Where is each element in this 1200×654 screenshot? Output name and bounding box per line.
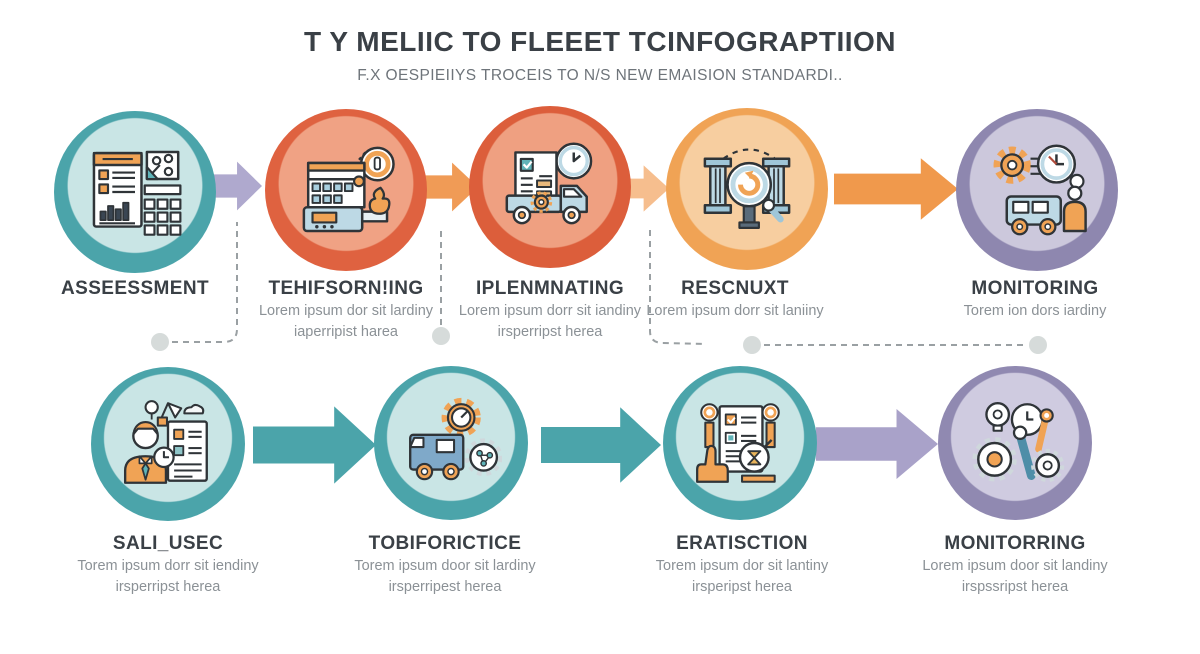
step-description: iaperripist harea — [294, 323, 398, 340]
bottom-step-2-circle — [374, 366, 528, 520]
page-subtitle: F.X OESPIEIIYS TROCEIS TO N/S NEW EMAISI… — [357, 67, 843, 84]
step-description: Lorem ipsum dor sit lardiny — [258, 303, 434, 319]
connector-dot — [151, 333, 169, 351]
bottom-step-4-circle — [938, 366, 1092, 520]
step-description: irsperripst herea — [115, 578, 221, 595]
bottom-step-3-label: ERATISCTION Torem ipsum dor sit lantiny … — [612, 533, 872, 596]
step-description: irspssripst herea — [961, 578, 1069, 595]
flow-arrow-bottom-1 — [253, 403, 376, 487]
step-title: ERATISCTION — [676, 533, 808, 554]
top-step-2-circle — [265, 109, 427, 271]
delivery-truck-clock-icon — [505, 142, 593, 225]
step-description: Torem ion dors iardiny — [963, 303, 1107, 319]
top-step-2-label: TEHIFSORN!ING Lorem ipsum dor sit lardin… — [216, 278, 476, 341]
step-title: IPLENMNATING — [476, 278, 624, 299]
page-title: T Y MELIIC TO FLEEET TCINFOGRAPTIION — [303, 26, 897, 57]
hand-checklist-magnifier-icon — [696, 403, 780, 483]
factory-flame-icon — [302, 146, 395, 233]
step-title: MONITORING — [971, 278, 1099, 299]
top-step-1-label: ASSEESSMENT — [5, 278, 265, 300]
step-description: Lorem ipsum door sit landiny — [922, 558, 1108, 574]
connector-dot — [743, 336, 761, 354]
flow-arrow-bottom-3 — [816, 406, 938, 482]
step-description: irsperripst herea — [497, 323, 603, 340]
bottom-step-2-label: TOBIFORICTICE Torem ipsum door sit lardi… — [315, 533, 575, 596]
step-description: irsperipst herea — [692, 578, 792, 595]
top-step-4-circle — [666, 108, 828, 270]
bottom-step-1-circle — [91, 367, 245, 521]
top-step-3-circle — [469, 106, 631, 268]
step-title: MONITORRING — [944, 533, 1086, 554]
flow-arrow-top-4 — [834, 154, 958, 224]
step-description: Torem ipsum door sit lardiny — [354, 558, 536, 574]
van-gauge-gear-icon — [409, 397, 502, 481]
step-description: Lorem ipsum dorr sit iandiny — [458, 303, 642, 319]
advisor-checklist-icon — [123, 400, 208, 484]
bottom-step-3-circle — [663, 366, 817, 520]
flow-arrow-top-2 — [424, 158, 478, 216]
top-step-4-label: RESCNUXT Lorem ipsum dorr sit laniiny — [605, 278, 865, 321]
step-description: irsperripest herea — [388, 578, 502, 595]
bottom-step-1-label: SALI_USEC Torem ipsum dorr sit iendiny i… — [38, 533, 298, 596]
top-step-3-label: IPLENMNATING Lorem ipsum dorr sit iandin… — [420, 278, 680, 341]
step-title: SALI_USEC — [112, 533, 224, 554]
flow-arrow-top-3 — [622, 161, 669, 216]
top-step-1-circle — [54, 111, 216, 273]
connector-dot — [1029, 336, 1047, 354]
top-step-5-label: MONITORING Torem ion dors iardiny — [905, 278, 1165, 321]
columns-magnifier-icon — [703, 148, 791, 229]
step-description: Torem ipsum dorr sit iendiny — [77, 558, 259, 574]
flow-arrow-top-1 — [210, 157, 262, 215]
fleet-gear-clock-icon — [993, 144, 1087, 236]
flow-arrow-bottom-2 — [541, 404, 661, 486]
bottom-step-4-label: MONITORRING Lorem ipsum door sit landiny… — [885, 533, 1145, 596]
step-title: TEHIFSORN!ING — [268, 278, 424, 299]
step-title: RESCNUXT — [681, 278, 789, 299]
step-description: Lorem ipsum dorr sit laniiny — [646, 303, 824, 319]
step-description: Torem ipsum dor sit lantiny — [655, 558, 829, 574]
step-title: TOBIFORICTICE — [368, 533, 522, 554]
header: T Y MELIIC TO FLEEET TCINFOGRAPTIION F.X… — [0, 26, 1200, 85]
step-title: ASSEESSMENT — [61, 278, 209, 299]
document-chart-calculator-icon — [92, 150, 182, 236]
top-step-5-circle — [956, 109, 1118, 271]
gears-wrench-clock-icon — [972, 402, 1065, 483]
